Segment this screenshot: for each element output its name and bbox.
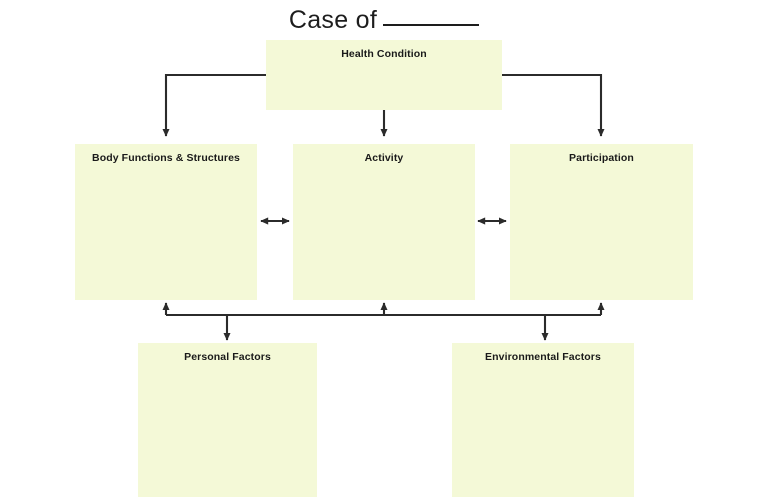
- connector-health-to-participation: [502, 73, 605, 137]
- page-title-text: Case of: [288, 6, 378, 34]
- node-participation-label: Participation: [569, 152, 634, 164]
- node-participation[interactable]: Participation: [510, 144, 693, 300]
- node-body-functions[interactable]: Body Functions & Structures: [75, 144, 257, 300]
- node-environmental-factors[interactable]: Environmental Factors: [452, 343, 634, 497]
- node-health-condition-label: Health Condition: [341, 48, 427, 60]
- connector-health-to-body: [162, 73, 266, 137]
- node-activity-label: Activity: [364, 152, 404, 164]
- node-personal-factors-label: Personal Factors: [184, 351, 271, 363]
- page-title: Case of: [0, 6, 768, 35]
- node-activity[interactable]: Activity: [293, 144, 475, 300]
- node-personal-factors[interactable]: Personal Factors: [138, 343, 317, 497]
- node-environmental-factors-label: Environmental Factors: [485, 351, 601, 363]
- page-title-blank-line[interactable]: [383, 6, 480, 26]
- node-body-functions-label: Body Functions & Structures: [92, 152, 240, 164]
- node-health-condition[interactable]: Health Condition: [266, 40, 502, 110]
